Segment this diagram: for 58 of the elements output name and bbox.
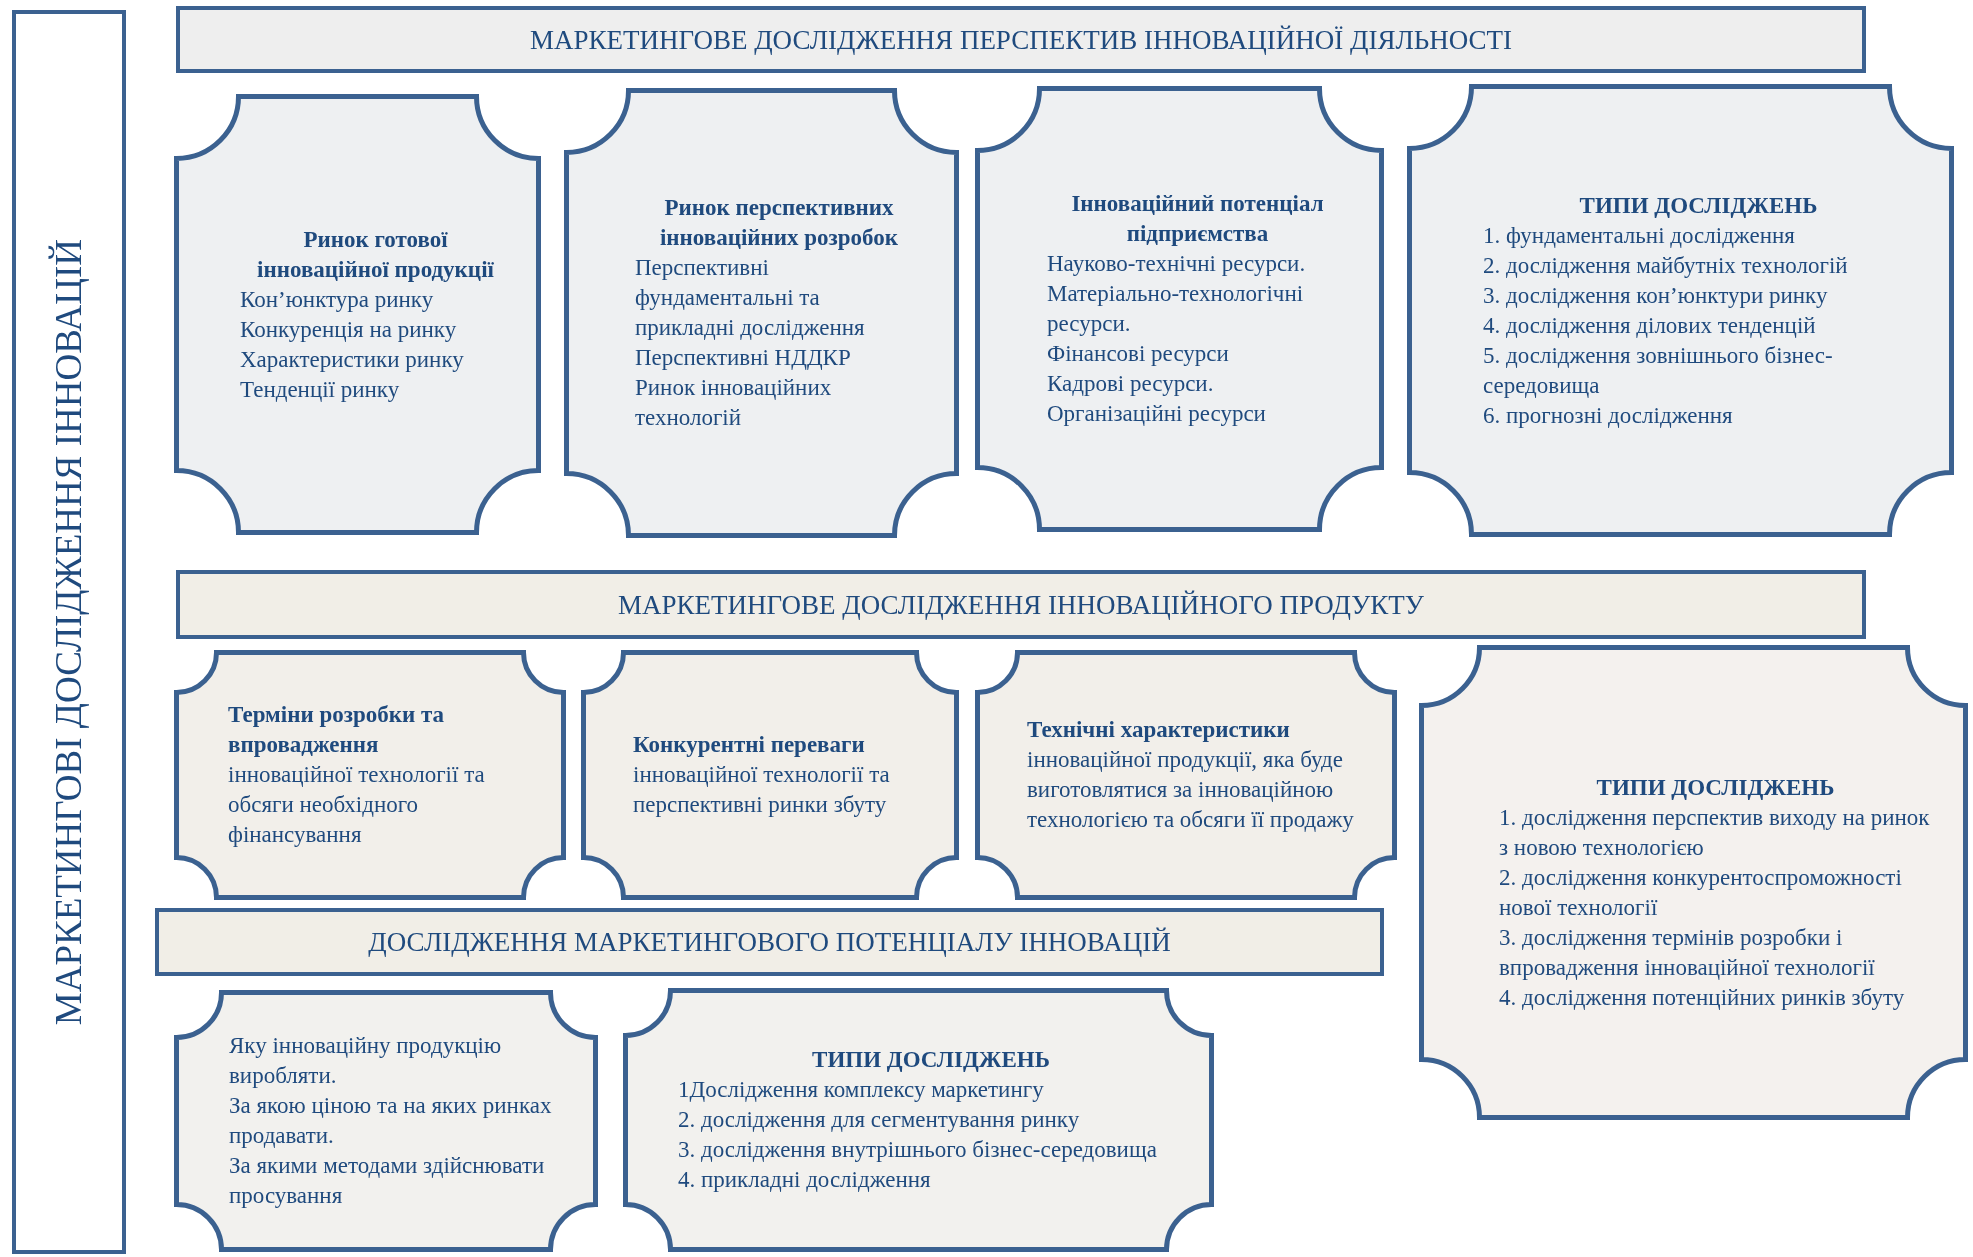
card-item: Ринок інноваційних технологій — [635, 374, 833, 432]
scalloped-card — [975, 650, 1397, 900]
card-item: 3. дослідження внутрішнього бізнес-середовища — [678, 1136, 1158, 1164]
card-item: 5. дослідження зовнішнього бізнес-середовища — [1483, 341, 1834, 400]
card-item: 2. дослідження для сегментування ринку — [678, 1106, 1081, 1134]
banner-title: МАРКЕТИНГОВЕ ДОСЛІДЖЕННЯ ІННОВАЦІЙНОГО ПРОДУКТУ — [618, 588, 1424, 621]
card-item: Кадрові ресурси. — [1047, 370, 1215, 398]
card-item: Фінансові ресурси — [1047, 340, 1230, 368]
card-item: 2. дослідження конкурентоспроможності нової технології — [1499, 863, 1903, 922]
card-item: За якими методами здійснювати просування — [229, 1152, 546, 1210]
card-item: 3. дослідження кон’юнктури ринку — [1483, 281, 1829, 310]
card-item: інноваційної технології та перспективні ринки збуту — [633, 761, 891, 819]
card-item: інноваційної продукції, яка буде виготовлятися за інноваційною технологією та обсяги її продажу — [1027, 746, 1355, 834]
card-heading: ТИПИ ДОСЛІДЖЕНЬ — [811, 1046, 1051, 1074]
scalloped-card — [174, 650, 566, 900]
card-item: Характеристики ринку — [240, 345, 465, 374]
card-heading: Технічні характеристики — [1027, 716, 1291, 744]
card-item: Кон’юнктура ринку — [240, 285, 435, 314]
card-item: 4. дослідження потенційних ринків збуту — [1499, 983, 1906, 1012]
card-item: Перспективні фундаментальні та прикладні дослідження — [635, 254, 866, 342]
card-item: Яку інноваційну продукцію виробляти. — [229, 1032, 503, 1090]
banner-title: ДОСЛІДЖЕННЯ МАРКЕТИНГОВОГО ПОТЕНЦІАЛУ ІННОВАЦІЙ — [368, 926, 1171, 958]
scalloped-card — [1419, 645, 1968, 1120]
card-item: 1. фундаментальні дослідження — [1483, 221, 1796, 250]
card-item: Перспективні НДДКР — [635, 344, 852, 372]
card-item: Організаційні ресурси — [1047, 400, 1267, 428]
scalloped-card — [1407, 84, 1954, 537]
card-item: 1Дослідження комплексу маркетингу — [678, 1076, 1045, 1104]
side-panel — [12, 10, 126, 1254]
card-heading: Ринок готової інноваційної продукції — [256, 225, 495, 284]
card-item: Тенденції ринку — [240, 375, 401, 404]
scalloped-card — [174, 94, 541, 535]
card-item: 4. дослідження ділових тенденцій — [1483, 311, 1817, 340]
section-banner — [176, 6, 1866, 73]
card-item: 4. прикладні дослідження — [678, 1166, 932, 1194]
scalloped-card — [174, 990, 598, 1252]
banner-title: МАРКЕТИНГОВЕ ДОСЛІДЖЕННЯ ПЕРСПЕКТИВ ІННОВАЦІЙНОЇ ДІЯЛЬНОСТІ — [529, 23, 1513, 56]
card-item: Науково-технічні ресурси. — [1047, 250, 1307, 278]
side-title: МАРКЕТИНГОВІ ДОСЛІДЖЕННЯ ІННОВАЦІЙ — [47, 238, 90, 1026]
card-item: За якою ціною та на яких ринках продавати. — [229, 1092, 553, 1150]
card-item: 2. дослідження майбутніх технологій — [1483, 251, 1849, 280]
card-heading: ТИПИ ДОСЛІДЖЕНЬ — [1595, 773, 1836, 802]
scalloped-card — [564, 88, 959, 538]
section-banner — [155, 908, 1384, 976]
card-heading: Ринок перспективних інноваційних розробок — [658, 194, 900, 252]
scalloped-card — [581, 650, 959, 900]
card-heading: Інноваційний потенціал підприємства — [1070, 190, 1325, 248]
card-item: 3. дослідження термінів розробки і впровадження інноваційної технології — [1499, 923, 1876, 982]
card-heading: Конкурентні переваги — [633, 731, 866, 759]
card-heading: ТИПИ ДОСЛІДЖЕНЬ — [1578, 191, 1819, 220]
scalloped-card — [975, 86, 1384, 532]
card-item: Конкуренція на ринку — [240, 315, 458, 344]
card-item: інноваційної технології та обсяги необхідного фінансування — [228, 761, 486, 849]
section-banner — [176, 570, 1866, 639]
card-item: 1. дослідження перспектив виходу на ринок з новою технологією — [1499, 803, 1931, 862]
card-item: 6. прогнозні дослідження — [1483, 401, 1734, 430]
card-item: Матеріально-технологічні ресурси. — [1047, 280, 1305, 338]
scalloped-card — [623, 988, 1214, 1252]
